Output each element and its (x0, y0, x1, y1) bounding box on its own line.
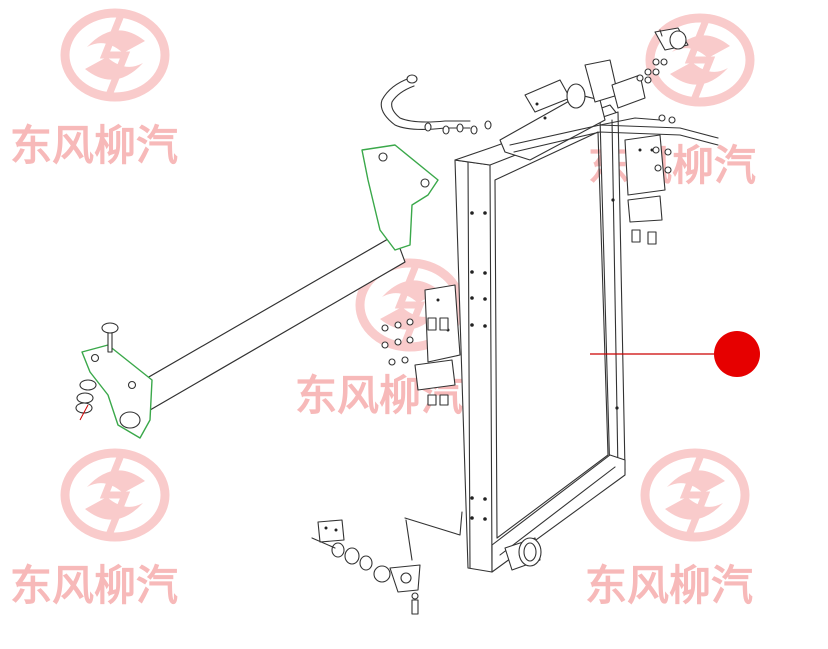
upper-hose (380, 74, 492, 135)
support-bar-assembly (75, 144, 439, 439)
bottom-bracket-assembly (311, 511, 463, 615)
bolt-set (381, 317, 449, 406)
lower-support-bracket (81, 344, 153, 439)
upper-support-bracket (361, 144, 439, 251)
outlet-pipe (504, 537, 542, 571)
center-mount-bracket (381, 284, 461, 406)
radiator-frame (454, 104, 626, 573)
part-callout (590, 331, 760, 377)
frame-bolt-holes (470, 198, 619, 521)
bolt-set (636, 58, 668, 84)
bolt-set (631, 114, 676, 245)
dongfeng-logo-icon (60, 8, 170, 102)
watermark-text: 东风柳汽 (585, 561, 753, 610)
red-dot-marker-icon[interactable] (714, 331, 760, 377)
watermark-layer: 东风柳汽 东风柳汽 东风柳汽 东风柳汽 东风柳汽 (10, 8, 756, 610)
hose-clamp-parts (424, 120, 492, 135)
right-mount-bracket (624, 114, 676, 245)
top-right-bracket (636, 27, 689, 84)
dongfeng-logo-icon (640, 448, 750, 542)
upper-tie-rod (509, 117, 719, 153)
dongfeng-logo-icon (60, 448, 170, 542)
watermark-text: 东风柳汽 (10, 121, 178, 170)
top-tank-bracket (499, 59, 646, 161)
watermark-text: 东风柳汽 (10, 561, 178, 610)
